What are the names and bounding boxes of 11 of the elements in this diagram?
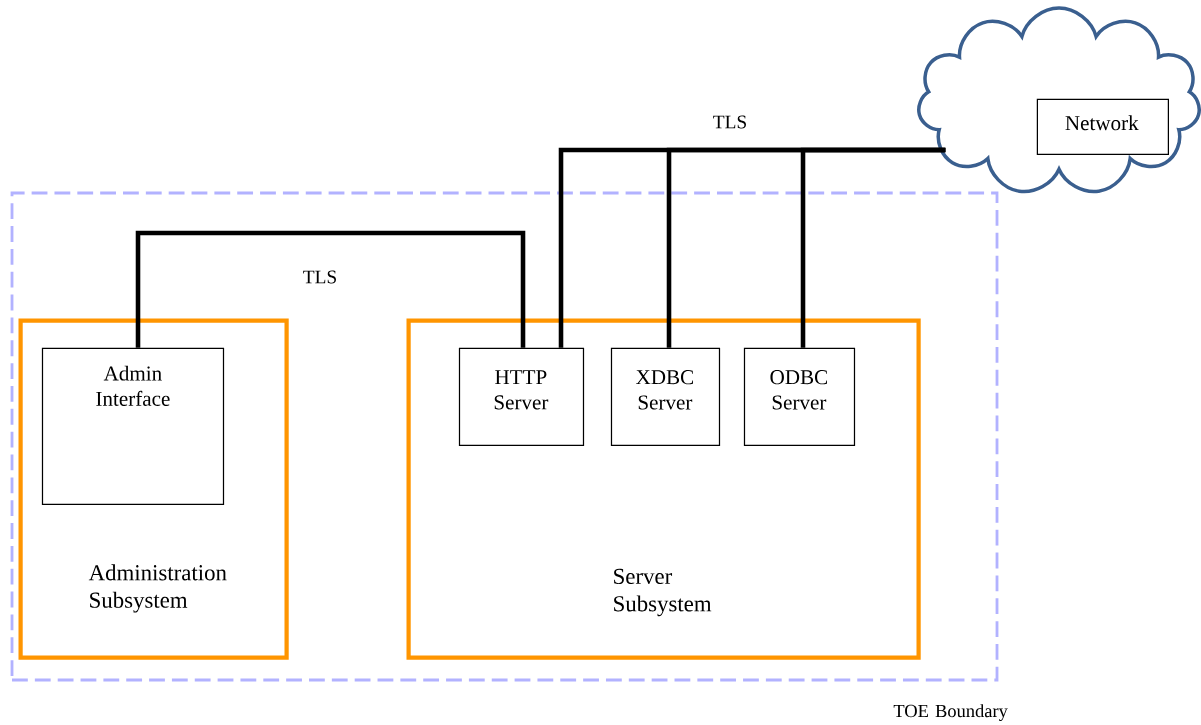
component-box: HTTP Server [458, 347, 585, 447]
component-box: XDBC Server [610, 347, 721, 447]
edge-label: TLS [711, 113, 749, 131]
component-box: ODBC Server [743, 347, 856, 447]
component-box: Network [1036, 98, 1169, 156]
node-label: TOE Boundary [893, 704, 1008, 721]
edge-label: TLS [301, 268, 339, 286]
cloud [917, 6, 1201, 194]
connector-line [135, 230, 526, 348]
component-box: Admin Interface [41, 347, 225, 506]
connector-line [800, 147, 946, 348]
